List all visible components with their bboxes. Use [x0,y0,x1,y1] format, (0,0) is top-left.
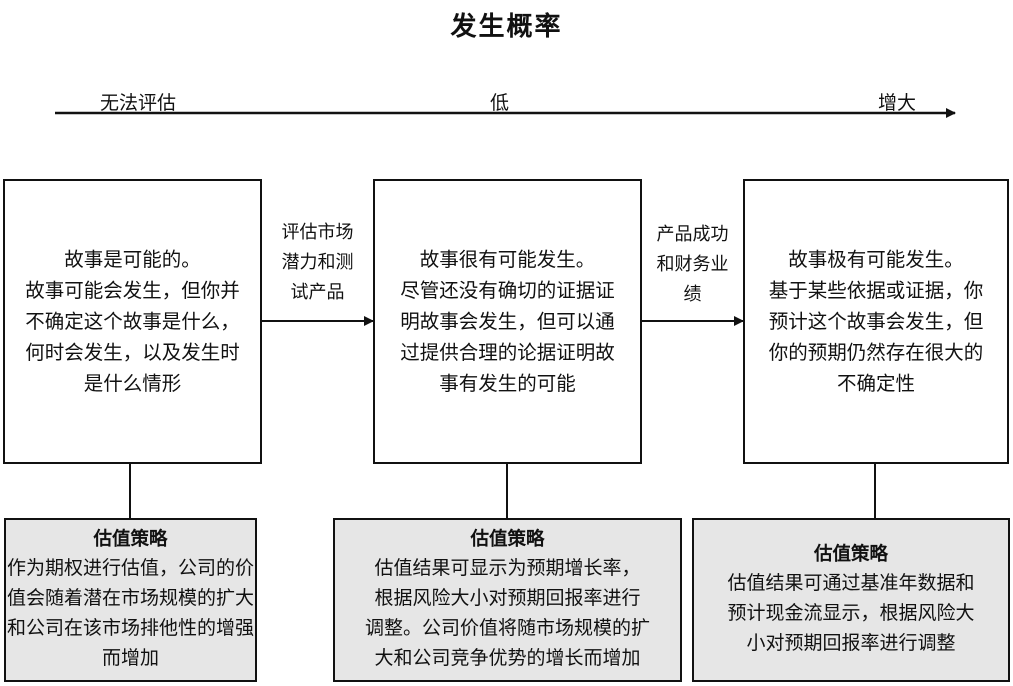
stage-text-line: 预计这个故事会发生，但 [768,310,984,333]
stage-text-line: 故事是可能的。 [64,248,201,271]
strategy-box-cashflow: 估值策略 估值结果可通过基准年数据和 预计现金流显示，根据风险大 小对预期回报率… [692,518,1010,682]
stage-text-line: 故事很有可能发生。 [419,248,596,271]
strategy-text-line: 作为期权进行估值，公司的价 [6,557,254,579]
stage-text-line: 过提供合理的论据证明故 [400,341,615,364]
strategy-text-line: 预计现金流显示，根据风险大 [727,602,975,624]
transition-label-1: 评估市场 潜力和测 试产品 [262,218,373,308]
stage-text-line: 不确定性 [836,372,915,395]
strategy-text-line: 和公司在该市场排他性的增强 [6,617,254,639]
transition-text-line: 产品成功 [656,224,729,245]
transition-text-line: 评估市场 [281,222,354,243]
stage-box-probable: 故事极有可能发生。 基于某些依据或证据，你 预计这个故事会发生，但 你的预期仍然… [743,179,1009,464]
stage-text-line: 故事极有可能发生。 [788,248,964,271]
strategy-text-line: 估值结果可显示为预期增长率， [374,557,641,579]
stage-text-line: 基于某些依据或证据，你 [768,279,984,302]
stage-text-line: 不确定这个故事是什么， [25,310,240,333]
transition-text-line: 试产品 [290,282,345,303]
stage-box-possible: 故事是可能的。 故事可能会发生，但你并 不确定这个故事是什么， 何时会发生，以及… [3,179,262,464]
strategy-title: 估值策略 [93,529,168,550]
stage-text-line: 你的预期仍然存在很大的 [768,341,984,364]
stage-text-line: 明故事会发生，但可以通 [400,310,615,333]
strategy-text-line: 估值结果可通过基准年数据和 [727,572,975,594]
scale-label-right: 增大 [878,92,917,114]
strategy-box-option: 估值策略 作为期权进行估值，公司的价 值会随着潜在市场规模的扩大 和公司在该市场… [4,518,257,682]
stage-text-line: 故事可能会发生，但你并 [25,279,240,302]
strategy-title: 估值策略 [813,544,888,565]
transition-text-line: 绩 [683,284,702,305]
strategy-text-line: 根据风险大小对预期回报率进行 [374,587,641,609]
transition-text-line: 潜力和测 [281,252,354,273]
transition-label-2: 产品成功 和财务业 绩 [642,220,743,310]
strategy-text-line: 而增加 [101,647,159,669]
transition-text-line: 和财务业 [656,254,729,275]
strategy-text-line: 大和公司竞争优势的增长而增加 [374,647,641,669]
strategy-text-line: 小对预期回报率进行调整 [746,632,956,654]
scale-label-left: 无法评估 [100,92,177,114]
strategy-text-line: 调整。公司价值将随市场规模的扩 [364,617,650,639]
strategy-box-growth: 估值策略 估值结果可显示为预期增长率， 根据风险大小对预期回报率进行 调整。公司… [333,518,682,682]
stage-text-line: 事有发生的可能 [439,372,576,395]
diagram-title: 发生概率 [450,12,563,42]
strategy-title: 估值策略 [470,529,545,550]
strategy-text-line: 值会随着潜在市场规模的扩大 [6,587,254,609]
stage-text-line: 何时会发生，以及发生时 [25,341,240,364]
stage-text-line: 是什么情形 [83,372,182,395]
stage-text-line: 尽管还没有确切的证据证 [400,279,615,302]
scale-label-middle: 低 [490,92,510,114]
stage-box-plausible: 故事很有可能发生。 尽管还没有确切的证据证 明故事会发生，但可以通 过提供合理的… [373,179,642,464]
